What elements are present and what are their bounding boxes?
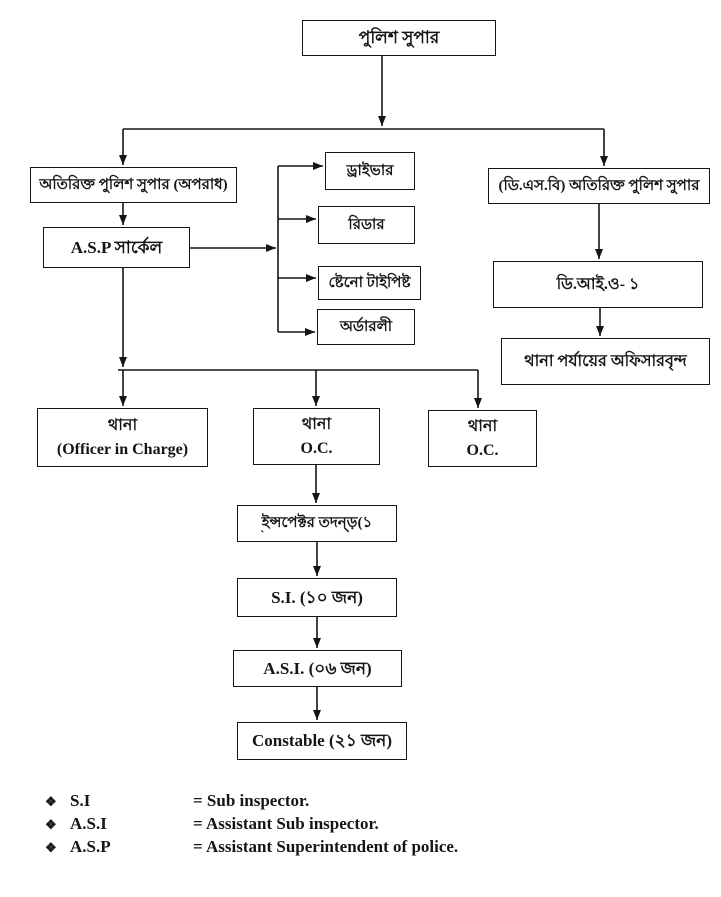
node-steno-typist: ষ্টেনো টাইপিষ্ট [318, 266, 421, 300]
node-label-line2: O.C. [300, 439, 333, 457]
node-dsb-additional-super: (ডি.এস.বি) অতিরিক্ত পুলিশ সুপার [488, 168, 710, 204]
diamond-bullet-icon: ❖ [45, 794, 57, 809]
node-orderly: অর্ডারলী [317, 309, 415, 345]
legend-row-asp: ❖ A.S.P = Assistant Superintendent of po… [45, 837, 458, 860]
node-inspector-investigation: ইন্সপেক্টর তদন্ড়(১ ` [237, 505, 397, 544]
node-thana-oc-2: থানা O.C. [428, 410, 537, 467]
node-label-line1: থানা [107, 417, 138, 435]
node-driver: ড্রাইভার [325, 152, 415, 190]
node-additional-super-crime: অতিরিক্ত পুলিশ সুপার (অপরাধ) [30, 167, 237, 203]
node-label-line1: থানা [301, 416, 332, 434]
stray-mark: ` [260, 528, 265, 544]
node-label-line2: (Officer in Charge) [56, 440, 189, 458]
node-thana-level-officers: থানা পর্যায়ের অফিসারবৃন্দ [501, 338, 710, 385]
legend-definition: = Assistant Sub inspector. [193, 814, 379, 833]
node-label-line1: থানা [467, 418, 498, 436]
diamond-bullet-icon: ❖ [45, 817, 57, 832]
node-police-super: পুলিশ সুপার [302, 20, 496, 56]
node-asp-circle: A.S.P সার্কেল [43, 227, 190, 268]
legend: ❖ S.I = Sub inspector. ❖ A.S.I = Assista… [45, 791, 458, 860]
node-sub-inspectors: S.I. (১০ জন) [237, 578, 397, 617]
node-dio-1: ডি.আই.ও- ১ [493, 261, 703, 308]
node-label: ইন্সপেক্টর তদন্ড়(১ [261, 515, 373, 532]
node-assistant-sub-inspectors: A.S.I. (০৬ জন) [233, 650, 402, 687]
node-constables: Constable (২১ জন) [237, 722, 407, 760]
legend-row-asi: ❖ A.S.I = Assistant Sub inspector. [45, 814, 458, 837]
diamond-bullet-icon: ❖ [45, 840, 57, 855]
node-reader: রিডার [318, 206, 415, 244]
node-label-line2: O.C. [466, 441, 499, 459]
legend-definition: = Assistant Superintendent of police. [193, 837, 459, 856]
node-thana-oc-1: থানা O.C. [253, 408, 380, 465]
legend-abbr: A.S.P [70, 837, 111, 856]
legend-row-si: ❖ S.I = Sub inspector. [45, 791, 458, 814]
legend-abbr: A.S.I [70, 814, 107, 833]
node-thana-officer-in-charge: থানা (Officer in Charge) [37, 408, 208, 467]
legend-abbr: S.I [70, 791, 91, 810]
legend-definition: = Sub inspector. [193, 791, 310, 810]
